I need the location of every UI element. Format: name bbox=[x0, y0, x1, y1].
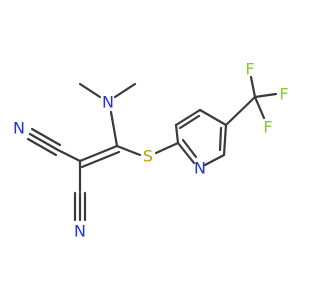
bond-n-methyl-right bbox=[113, 82, 137, 99]
atom-n-dimethylamino: N bbox=[102, 93, 114, 112]
bond-ring-cf3 bbox=[224, 95, 257, 127]
atom-n-nitrile-bottom: N bbox=[74, 222, 86, 241]
bond-c-s bbox=[115, 144, 142, 157]
bond-c-f-right bbox=[253, 92, 278, 99]
bond-nitrile-upper-c bbox=[56, 148, 82, 163]
bonds bbox=[26, 75, 278, 222]
pyridine-ring bbox=[174, 108, 228, 167]
bond-c-f-lower bbox=[253, 95, 266, 120]
bond-n-methyl-left bbox=[78, 82, 102, 99]
molecule-diagram: N N N S N F F F bbox=[13, 60, 289, 241]
nitrile-bond-upper bbox=[26, 127, 62, 157]
atom-f-top: F bbox=[245, 60, 254, 79]
bond-s-pyridine bbox=[154, 141, 180, 155]
bond-c-f-top bbox=[249, 75, 257, 99]
structure-canvas: N N N S N F F F bbox=[13, 60, 289, 241]
bond-c-n-amine bbox=[109, 110, 119, 148]
atom-f-right: F bbox=[279, 85, 288, 104]
atom-s-thioether: S bbox=[143, 147, 153, 166]
atom-f-lower: F bbox=[263, 118, 272, 137]
atom-labels: N N N S N F F F bbox=[13, 60, 289, 241]
alkene-double-bond bbox=[78, 144, 121, 169]
atom-n-nitrile-top: N bbox=[13, 119, 25, 138]
nitrile-bond-lower bbox=[73, 191, 87, 222]
atom-n-pyridine: N bbox=[194, 159, 206, 178]
